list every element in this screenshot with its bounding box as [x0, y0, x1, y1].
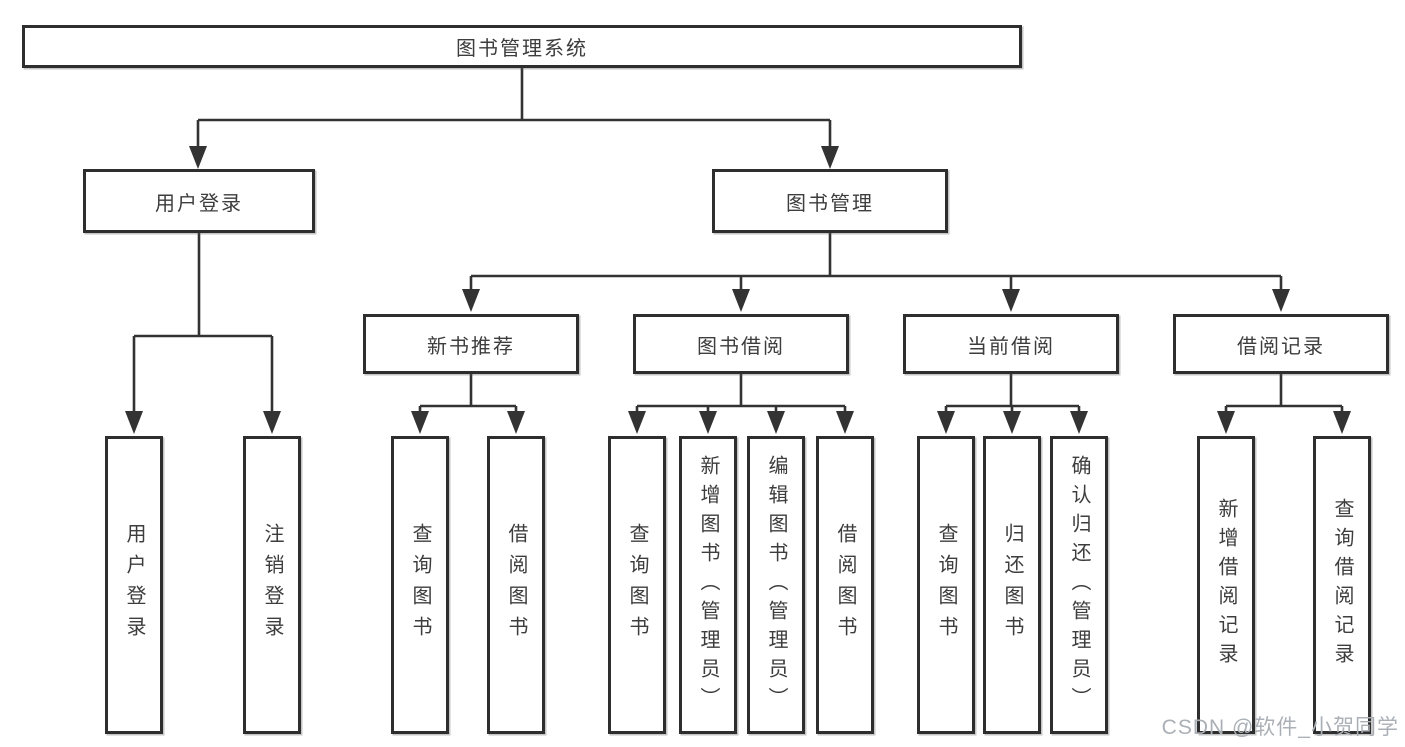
connector-current-to-leaves — [944, 374, 1081, 414]
arrow-icon — [1003, 411, 1021, 434]
node-root-system: 图书管理系统 — [22, 25, 1022, 68]
arrow-icon — [1002, 289, 1020, 312]
node-label: 确认归还（管理员） — [1068, 454, 1090, 716]
leaf-query-books-current: 查询图书 — [917, 436, 975, 734]
node-label: 借阅记录 — [1237, 335, 1325, 358]
arrow-icon — [1333, 411, 1351, 434]
node-book-management-branch: 图书管理 — [712, 169, 948, 233]
csdn-watermark: CSDN @软件_小贺同学 — [1161, 716, 1399, 739]
connector-records-to-leaves — [1224, 374, 1344, 414]
node-label: 查询借阅记录 — [1331, 498, 1353, 672]
leaf-add-books-admin: 新增图书（管理员） — [679, 436, 737, 734]
arrow-icon — [836, 411, 854, 434]
leaf-return-books: 归还图书 — [983, 436, 1041, 734]
arrow-icon — [1070, 411, 1088, 434]
leaf-borrow-books: 借阅图书 — [816, 436, 874, 734]
arrow-icon — [732, 289, 750, 312]
arrow-icon — [1272, 289, 1290, 312]
arrow-icon — [699, 411, 717, 434]
connector-borrow-to-leaves — [635, 374, 847, 414]
connector-root-to-level1 — [196, 68, 832, 149]
node-label: 借阅图书 — [834, 523, 856, 647]
arrow-icon — [821, 146, 839, 169]
node-label: 新增图书（管理员） — [697, 454, 719, 716]
node-label: 新书推荐 — [427, 335, 515, 358]
arrow-icon — [125, 411, 143, 434]
node-label: 归还图书 — [1001, 523, 1023, 647]
node-label: 图书管理系统 — [456, 38, 588, 60]
arrow-icon — [189, 146, 207, 169]
node-label: 新增借阅记录 — [1215, 498, 1237, 672]
arrow-icon — [628, 411, 646, 434]
node-label: 图书管理 — [786, 192, 874, 215]
leaf-query-books-borrowing: 查询图书 — [608, 436, 666, 734]
node-new-book-recommend: 新书推荐 — [363, 314, 579, 374]
leaf-borrow-books-recommend: 借阅图书 — [487, 436, 545, 734]
node-label: 注销登录 — [261, 523, 283, 647]
arrow-icon — [507, 411, 525, 434]
arrow-icon — [767, 411, 785, 434]
node-book-borrowing: 图书借阅 — [633, 314, 849, 374]
connector-user-to-leaves — [132, 233, 274, 414]
arrow-icon — [1217, 411, 1235, 434]
node-label: 当前借阅 — [967, 335, 1055, 358]
arrow-icon — [937, 411, 955, 434]
leaf-add-borrow-record: 新增借阅记录 — [1197, 436, 1255, 734]
node-label: 借阅图书 — [505, 523, 527, 647]
node-borrow-records: 借阅记录 — [1173, 314, 1389, 374]
node-label: 查询图书 — [626, 523, 648, 647]
arrow-icon — [263, 411, 281, 434]
leaf-edit-books-admin: 编辑图书（管理员） — [747, 436, 805, 734]
leaf-user-login: 用户登录 — [105, 436, 163, 734]
node-user-login-branch: 用户登录 — [83, 169, 315, 233]
connector-book-to-level2 — [469, 233, 1283, 293]
connector-newbooks-to-leaves — [418, 374, 518, 414]
arrow-icon — [411, 411, 429, 434]
leaf-query-borrow-record: 查询借阅记录 — [1313, 436, 1371, 734]
node-label: 用户登录 — [155, 192, 243, 215]
node-label: 图书借阅 — [697, 335, 785, 358]
node-label: 查询图书 — [935, 523, 957, 647]
node-current-borrowing: 当前借阅 — [903, 314, 1119, 374]
node-label: 用户登录 — [123, 523, 145, 647]
node-label: 查询图书 — [409, 523, 431, 647]
leaf-query-books-recommend: 查询图书 — [391, 436, 449, 734]
leaf-logout: 注销登录 — [243, 436, 301, 734]
arrow-icon — [462, 289, 480, 312]
leaf-confirm-return-admin: 确认归还（管理员） — [1050, 436, 1108, 734]
node-label: 编辑图书（管理员） — [765, 454, 787, 716]
